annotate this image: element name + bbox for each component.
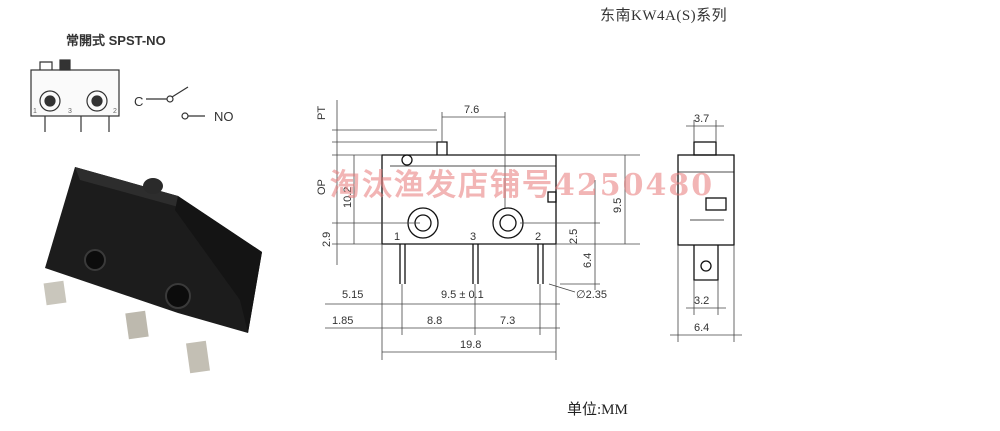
dim-6-4-height: 6.4 xyxy=(582,253,594,268)
schematic-title: 常開式 SPST-NO xyxy=(66,33,166,48)
front-pin-1: 1 xyxy=(394,231,400,243)
unit-label: 单位:MM xyxy=(567,402,628,418)
schematic-no-label: NO xyxy=(214,109,234,124)
dim-7-6: 7.6 xyxy=(464,104,479,116)
dim-op: OP xyxy=(316,179,328,195)
front-pin-2: 2 xyxy=(535,231,541,243)
dim-9-5-spacing: 9.5 ± 0.1 xyxy=(441,289,484,301)
schematic-symbol xyxy=(30,59,205,132)
schematic-c-label: C xyxy=(134,94,143,109)
side-dimension-lines xyxy=(670,120,742,342)
page-title: 东南KW4A(S)系列 xyxy=(600,8,728,24)
schematic-pin-1: 1 xyxy=(33,108,37,115)
side-view xyxy=(677,141,735,281)
front-pin-3: 3 xyxy=(470,231,476,243)
front-dimension-lines xyxy=(325,100,640,360)
dim-8-8: 8.8 xyxy=(427,315,442,327)
schematic-pin-2: 2 xyxy=(113,108,117,115)
dim-pt: PT xyxy=(316,106,328,120)
dim-6-4-width: 6.4 xyxy=(694,322,709,334)
dim-7-3: 7.3 xyxy=(500,315,515,327)
dim-10-2: 10.2 xyxy=(342,187,354,208)
dim-19-8: 19.8 xyxy=(460,339,481,351)
dim-2-5: 2.5 xyxy=(568,229,580,244)
dim-2-9: 2.9 xyxy=(321,232,333,247)
dim-hole: ∅2.35 xyxy=(576,289,607,301)
schematic-pin-3: 3 xyxy=(68,108,72,115)
dim-3-7: 3.7 xyxy=(694,113,709,125)
dim-1-85: 1.85 xyxy=(332,315,353,327)
dim-5-15: 5.15 xyxy=(342,289,363,301)
dim-9-5-height: 9.5 xyxy=(612,198,624,213)
dim-3-2: 3.2 xyxy=(694,295,709,307)
watermark: 淘汰渔发店铺号4250480 xyxy=(330,168,715,203)
switch-photo xyxy=(43,167,262,374)
